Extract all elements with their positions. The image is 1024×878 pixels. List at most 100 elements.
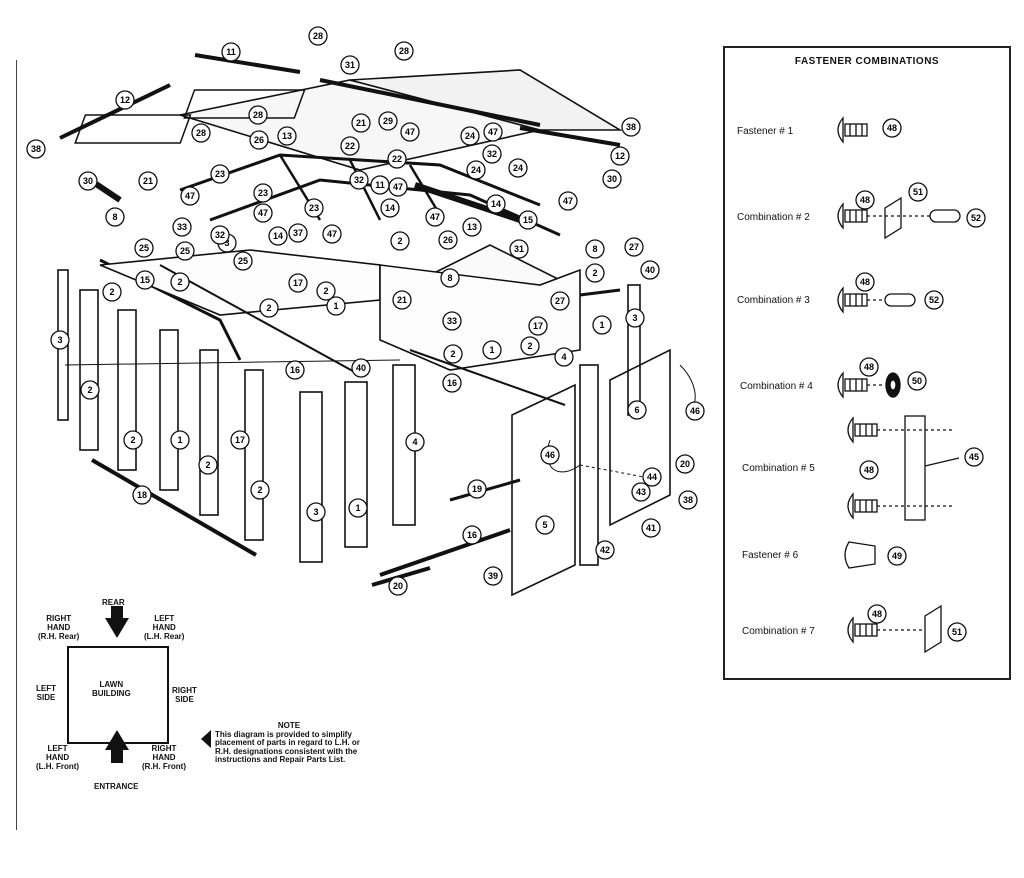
callout-32: 32 <box>210 225 230 245</box>
svg-text:49: 49 <box>892 551 902 561</box>
roof-frame-front <box>179 153 541 207</box>
callout-51: 51 <box>908 182 928 202</box>
callout-1: 1 <box>592 315 612 335</box>
svg-text:22: 22 <box>345 141 355 151</box>
svg-text:1: 1 <box>333 301 338 311</box>
callout-25: 25 <box>233 251 253 271</box>
svg-text:27: 27 <box>555 296 565 306</box>
callout-14: 14 <box>486 194 506 214</box>
svg-text:2: 2 <box>109 287 114 297</box>
fastener-6-rivet-icon <box>844 541 876 569</box>
callout-48: 48 <box>859 357 879 377</box>
callout-33: 33 <box>172 217 192 237</box>
svg-text:47: 47 <box>405 127 415 137</box>
key-rear-label: REAR <box>102 598 125 607</box>
combination-3-screw-icon <box>837 286 868 314</box>
svg-text:1: 1 <box>489 345 494 355</box>
svg-text:46: 46 <box>545 450 555 460</box>
svg-text:3: 3 <box>313 507 318 517</box>
callout-19: 19 <box>467 479 487 499</box>
left-wall-panel-3 <box>117 309 137 471</box>
svg-text:25: 25 <box>180 246 190 256</box>
callout-20: 20 <box>675 454 695 474</box>
callout-48: 48 <box>867 604 887 624</box>
callout-2: 2 <box>102 282 122 302</box>
callout-16: 16 <box>462 525 482 545</box>
page-edge-line <box>16 60 17 830</box>
front-wall-panel-2 <box>344 381 368 548</box>
roof-edge-left <box>59 83 171 140</box>
callout-11: 11 <box>221 42 241 62</box>
svg-text:33: 33 <box>447 316 457 326</box>
callout-27: 27 <box>550 291 570 311</box>
svg-text:30: 30 <box>607 174 617 184</box>
svg-text:2: 2 <box>87 385 92 395</box>
svg-text:3: 3 <box>224 238 229 248</box>
svg-text:21: 21 <box>356 118 366 128</box>
svg-text:28: 28 <box>253 110 263 120</box>
svg-text:4: 4 <box>412 437 417 447</box>
callout-17: 17 <box>288 273 308 293</box>
svg-text:38: 38 <box>31 144 41 154</box>
callout-2: 2 <box>259 298 279 318</box>
row-label-combination-3: Combination # 3 <box>737 295 810 306</box>
front-wall-panel-1 <box>299 391 323 563</box>
key-left-side: LEFT SIDE <box>36 684 56 702</box>
svg-text:47: 47 <box>393 182 403 192</box>
svg-text:16: 16 <box>467 530 477 540</box>
svg-text:51: 51 <box>952 627 962 637</box>
entrance-arrow-stem <box>111 749 123 763</box>
callout-28: 28 <box>248 105 268 125</box>
combination-5-strip-icon <box>904 415 926 521</box>
callout-47: 47 <box>400 122 420 142</box>
svg-text:40: 40 <box>356 363 366 373</box>
callout-1: 1 <box>482 340 502 360</box>
svg-text:23: 23 <box>309 203 319 213</box>
svg-text:2: 2 <box>266 303 271 313</box>
callout-8: 8 <box>585 239 605 259</box>
svg-text:39: 39 <box>488 571 498 581</box>
svg-text:2: 2 <box>527 341 532 351</box>
callout-2: 2 <box>585 263 605 283</box>
callout-2: 2 <box>198 455 218 475</box>
note-title: NOTE <box>277 721 301 730</box>
callout-47: 47 <box>483 122 503 142</box>
left-door-panel <box>511 383 576 597</box>
callout-47: 47 <box>558 191 578 211</box>
svg-text:51: 51 <box>913 187 923 197</box>
svg-text:48: 48 <box>872 609 882 619</box>
callout-47: 47 <box>425 207 445 227</box>
callout-11: 11 <box>370 175 390 195</box>
svg-text:47: 47 <box>327 229 337 239</box>
callout-4: 4 <box>405 432 425 452</box>
left-wall-panel-5 <box>199 349 219 516</box>
callout-37: 37 <box>288 223 308 243</box>
shed-drawing: 1111122222222222233334456888111112121313… <box>26 26 705 597</box>
floor-track-bottom <box>371 566 431 587</box>
callout-46: 46 <box>685 401 705 421</box>
callout-28: 28 <box>191 123 211 143</box>
roof-sheet-2 <box>183 89 306 119</box>
callout-29: 29 <box>378 111 398 131</box>
row-label-fastener-1: Fastener # 1 <box>737 126 794 137</box>
combination-2-nut-icon <box>929 209 961 223</box>
callout-42: 42 <box>595 540 615 560</box>
callout-30: 30 <box>602 169 622 189</box>
callout-20: 20 <box>388 576 408 596</box>
combination-5-leader-line <box>924 457 960 467</box>
svg-text:6: 6 <box>634 405 639 415</box>
svg-text:1: 1 <box>177 435 182 445</box>
callout-22: 22 <box>387 149 407 169</box>
svg-text:13: 13 <box>467 222 477 232</box>
floor-diagonal <box>159 264 361 376</box>
left-wall-panel-2 <box>79 289 99 451</box>
svg-text:31: 31 <box>514 244 524 254</box>
svg-text:23: 23 <box>258 188 268 198</box>
callout-21: 21 <box>351 113 371 133</box>
roof-header-beam <box>414 182 521 223</box>
fastener-1-screw-icon <box>837 116 868 144</box>
svg-text:32: 32 <box>215 230 225 240</box>
svg-text:45: 45 <box>969 452 979 462</box>
left-wall-panels <box>57 269 401 541</box>
